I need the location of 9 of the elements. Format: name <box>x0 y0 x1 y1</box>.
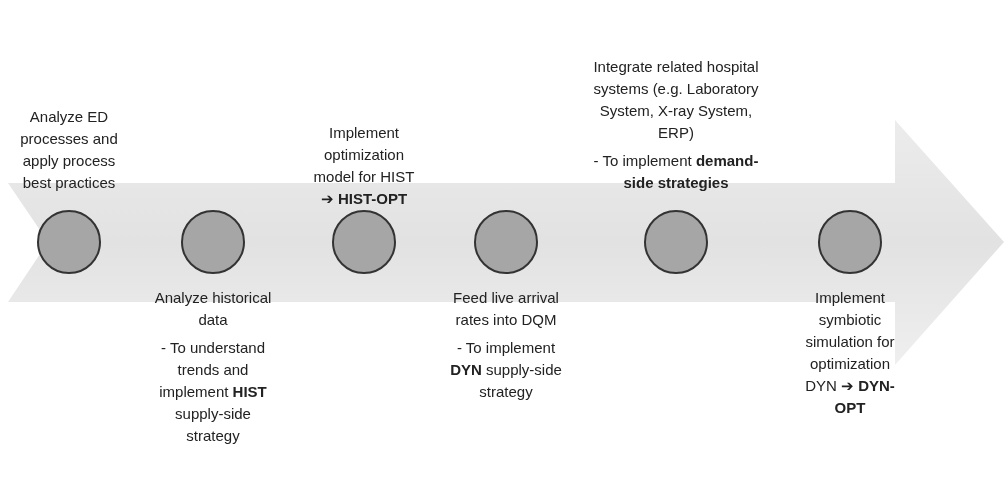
milestone-text: Feed live arrival rates into DQM <box>452 288 560 330</box>
milestone-text: Analyze historical data <box>153 288 273 330</box>
milestone-text: Implement optimization model for HIST ➔ HIST-OPT <box>312 123 416 209</box>
milestone-text: Integrate related hospital systems (e.g. Laboratory System, X-ray System, ERP) <box>592 57 760 143</box>
milestone-text: Implement symbiotic simulation for optimization DYN ➔ DYN-OPT <box>804 288 896 418</box>
milestone-text: - To implement DYN supply-side strategy <box>449 338 563 402</box>
milestone-text: Analyze ED processes and apply process best practices <box>19 107 119 193</box>
milestone-text: - To understand trends and implement HIST supply-side strategy <box>158 338 268 446</box>
milestone-text: - To implement demand-side strategies <box>592 151 760 193</box>
